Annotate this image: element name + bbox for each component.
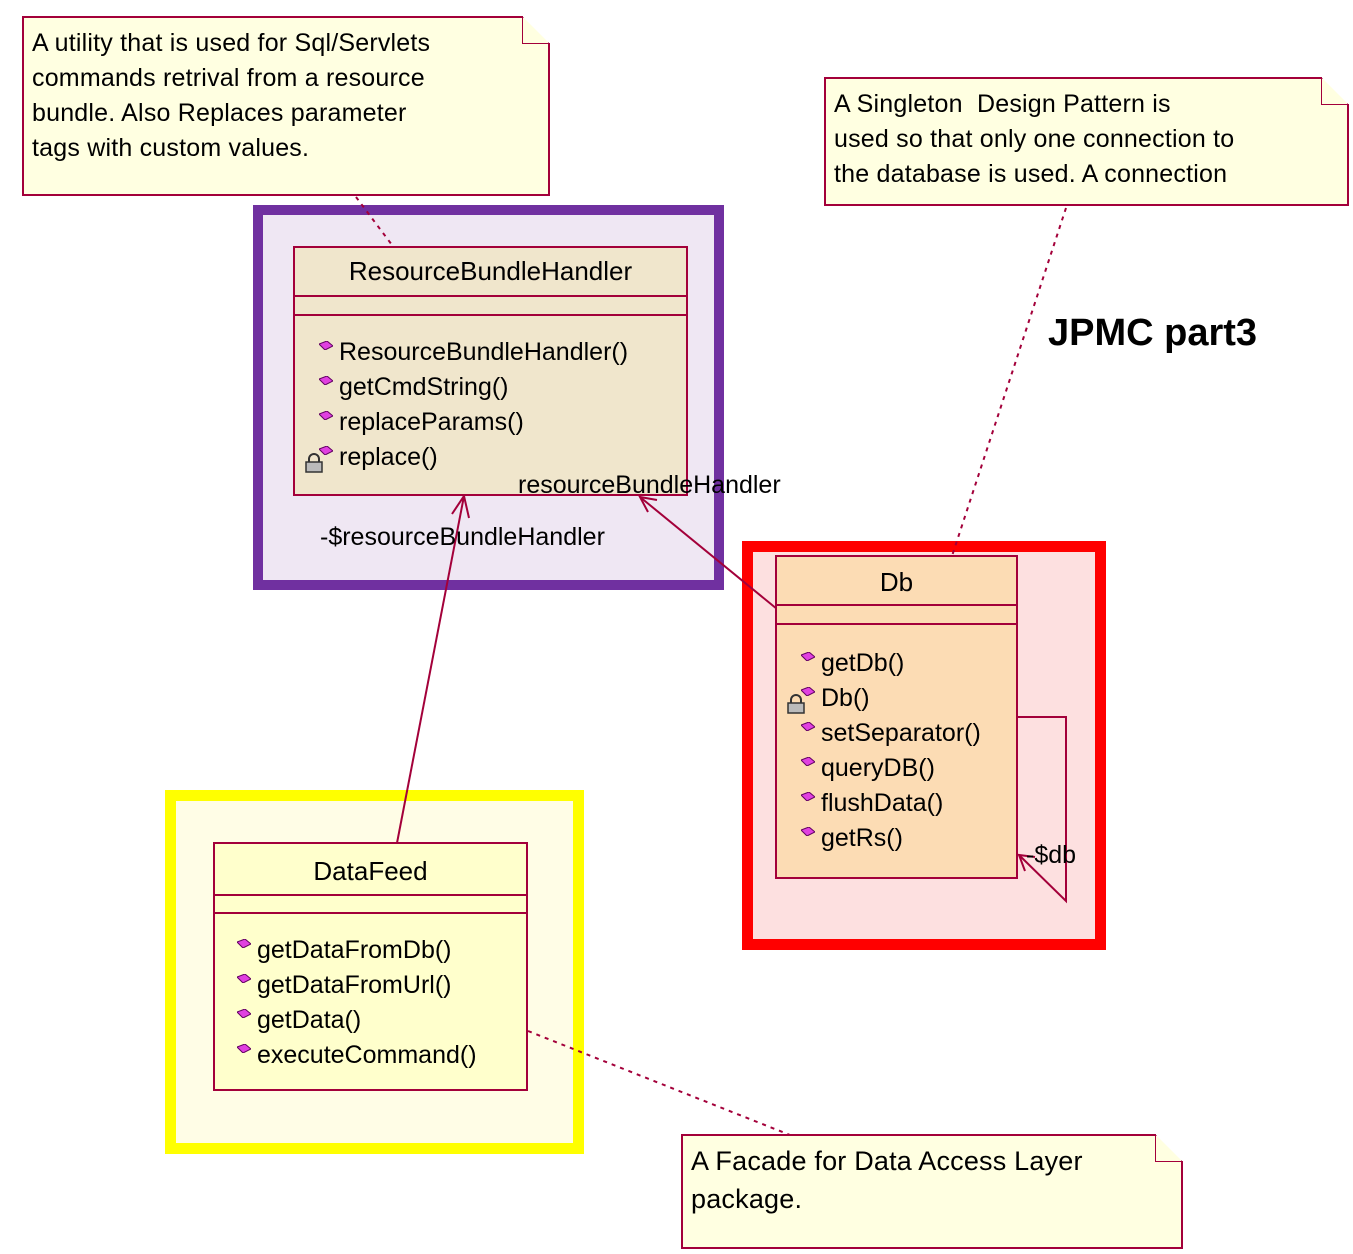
operation: getDataFromUrl() <box>237 971 451 1000</box>
diagram-title: JPMC part3 <box>1048 312 1258 354</box>
db-rbh-arrowhead <box>638 495 658 513</box>
class-separator <box>777 623 1016 625</box>
public-method-icon <box>237 1009 251 1018</box>
public-method-icon <box>801 722 815 731</box>
resource-note-anchor <box>355 196 393 246</box>
public-method-icon <box>237 974 251 983</box>
operation: queryDB() <box>801 754 935 783</box>
datafeed-rbh-arrowhead <box>451 493 470 519</box>
class-separator <box>295 295 686 297</box>
public-method-icon <box>319 341 333 350</box>
association-label-db-self: -$db <box>1026 841 1077 869</box>
facade-note: A Facade for Data Access Layer package. <box>681 1134 1183 1249</box>
public-method-icon <box>319 376 333 385</box>
operation: replace() <box>305 443 438 473</box>
lock-icon <box>787 694 805 714</box>
operation: getCmdString() <box>319 373 509 402</box>
class-separator <box>215 894 526 896</box>
public-method-icon <box>801 687 815 696</box>
resource-note-text: A utility that is used for Sql/Servlets … <box>32 29 431 162</box>
public-method-icon <box>801 757 815 766</box>
operation: getRs() <box>801 824 903 853</box>
public-method-icon <box>319 411 333 420</box>
public-method-icon <box>801 652 815 661</box>
db-self-arrowhead <box>1017 853 1036 872</box>
class-separator <box>215 912 526 914</box>
association-label-datafeed-rbh: -$resourceBundleHandler <box>320 523 605 551</box>
operation: getDb() <box>801 649 904 678</box>
operation: Db() <box>787 684 870 714</box>
resource-note: A utility that is used for Sql/Servlets … <box>22 16 550 196</box>
class-separator <box>777 604 1016 606</box>
class-db[interactable]: Db getDb() Db() setSeparator() queryDB()… <box>775 555 1018 879</box>
operation: replaceParams() <box>319 408 524 437</box>
class-name: DataFeed <box>313 856 428 886</box>
singleton-note: A Singleton Design Pattern is used so th… <box>824 77 1349 206</box>
class-name: Db <box>879 567 914 597</box>
operation: executeCommand() <box>237 1041 477 1070</box>
operation: ResourceBundleHandler() <box>319 338 628 367</box>
facade-note-text: A Facade for Data Access Layer package. <box>691 1146 1083 1214</box>
singleton-note-anchor <box>951 207 1067 557</box>
lock-icon <box>305 453 323 473</box>
singleton-note-text: A Singleton Design Pattern is used so th… <box>834 90 1235 188</box>
public-method-icon <box>237 1044 251 1053</box>
association-label-db-rbh: resourceBundleHandler <box>518 471 781 499</box>
class-datafeed[interactable]: DataFeed getDataFromDb() getDataFromUrl(… <box>213 842 528 1091</box>
class-name: ResourceBundleHandler <box>348 256 633 286</box>
datafeed-rbh-association <box>396 495 465 844</box>
public-method-icon <box>801 792 815 801</box>
operation: getDataFromDb() <box>237 936 452 965</box>
class-separator <box>295 314 686 316</box>
public-method-icon <box>319 446 333 455</box>
public-method-icon <box>801 827 815 836</box>
operation: getData() <box>237 1006 361 1035</box>
operation: flushData() <box>801 789 943 818</box>
note-fold-icon <box>522 16 550 44</box>
operation: setSeparator() <box>801 719 981 748</box>
note-fold-icon <box>1155 1134 1183 1162</box>
note-fold-icon <box>1321 77 1349 105</box>
public-method-icon <box>237 939 251 948</box>
db-rbh-association <box>639 496 778 610</box>
class-resourcebundlehandler[interactable]: ResourceBundleHandler ResourceBundleHand… <box>293 246 688 496</box>
facade-note-anchor <box>527 1030 791 1136</box>
db-self-association <box>1017 716 1067 904</box>
